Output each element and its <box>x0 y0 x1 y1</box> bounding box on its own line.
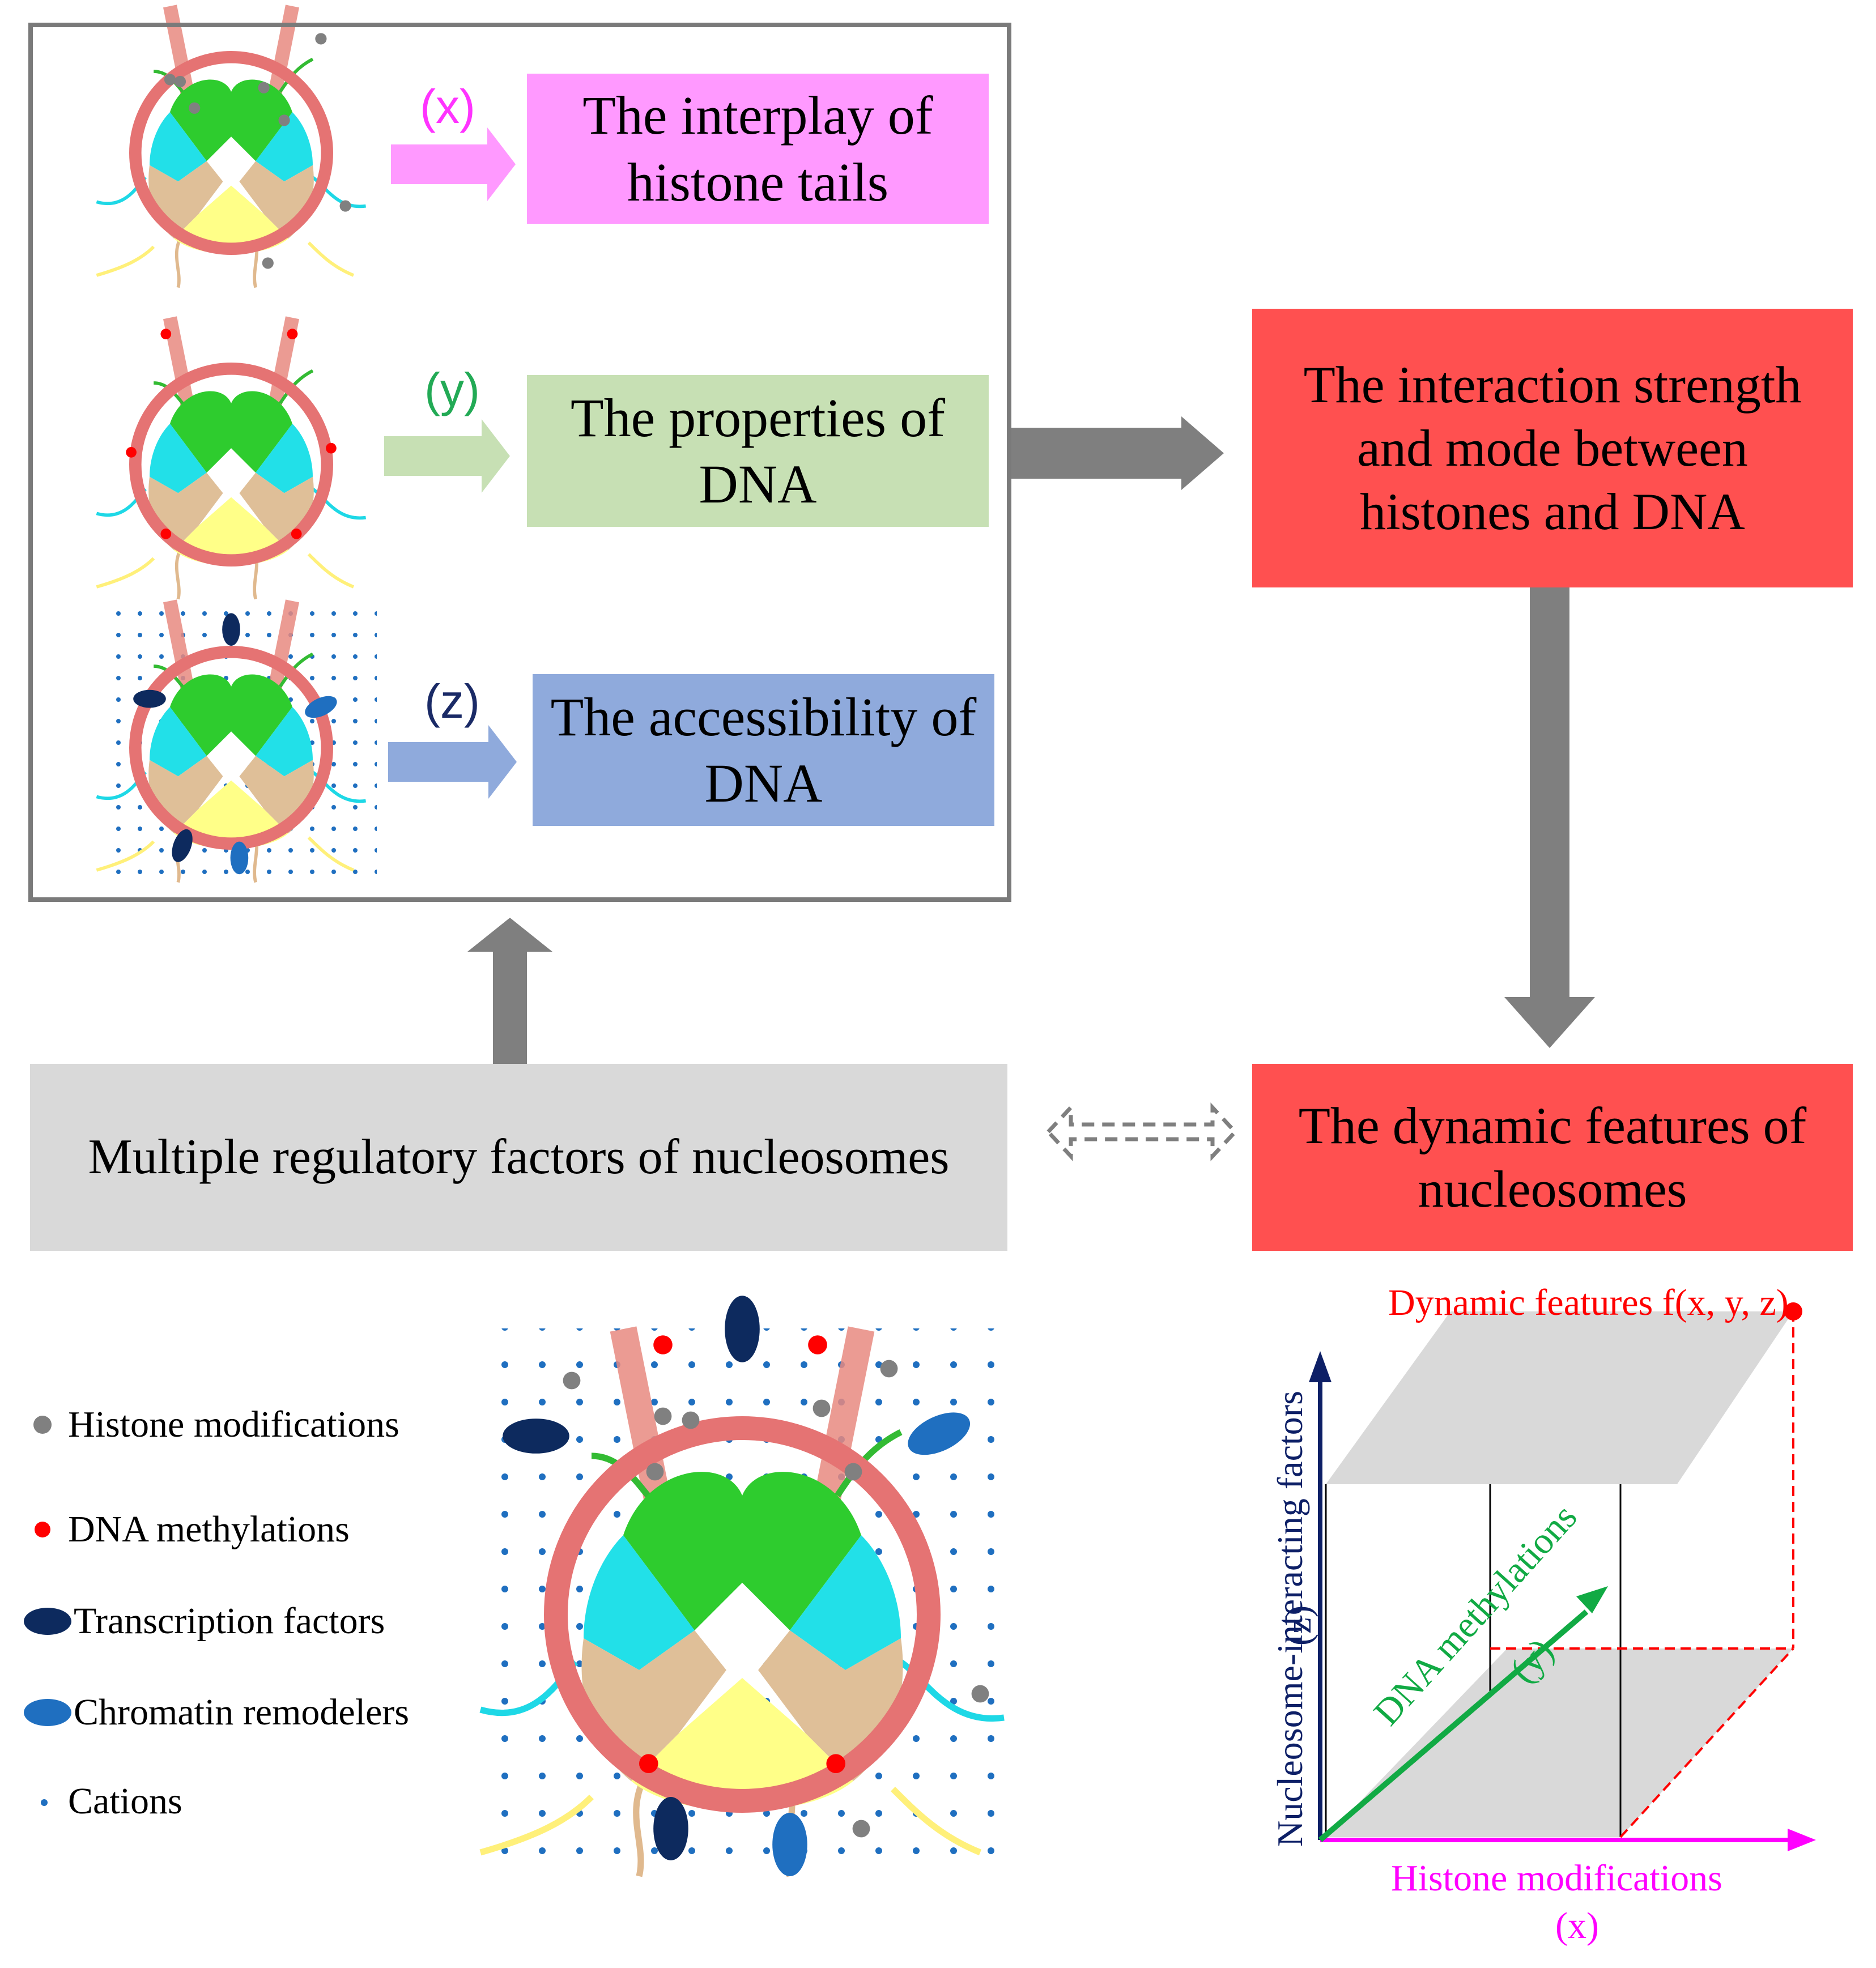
factor-box-histone-tails: The interplay of histone tails <box>527 74 989 224</box>
legend-label: Chromatin remodelers <box>74 1692 410 1733</box>
nucleosome-accessibility <box>96 601 365 883</box>
legend-histone-mods: Histone modifications <box>23 1402 399 1447</box>
factor-z-line2: DNA <box>704 753 823 813</box>
blue-ellipse-icon <box>24 1699 71 1726</box>
factor-x-line2: histone tails <box>627 151 889 212</box>
dynamic-line2: nucleosomes <box>1418 1160 1687 1218</box>
interaction-box: The interaction strength and mode betwee… <box>1252 309 1853 587</box>
plot-title: Dynamic features f(x, y, z) <box>1388 1282 1789 1323</box>
regulatory-factors-box: Multiple regulatory factors of nucleosom… <box>30 1064 1007 1251</box>
legend-dna-methylations: DNA methylations <box>23 1507 350 1552</box>
plot-point <box>1784 1302 1802 1320</box>
dynamic-line1: The dynamic features of <box>1298 1096 1807 1155</box>
arrow-interaction-to-dynamic <box>1504 586 1595 1048</box>
factor-box-dna-accessibility: The accessibility of DNA <box>533 674 994 826</box>
regulatory-label: Multiple regulatory factors of nucleosom… <box>88 1130 950 1185</box>
interaction-line1: The interaction strength <box>1303 355 1802 414</box>
arrow-z <box>388 725 517 799</box>
gray-dot-icon <box>33 1416 52 1434</box>
z-axis-sub: (z) <box>1278 1605 1318 1646</box>
legend-label: Cations <box>68 1780 182 1822</box>
nucleosome-dna-methylation <box>96 318 365 599</box>
interaction-line3: histones and DNA <box>1360 483 1745 541</box>
factor-x-line1: The interplay of <box>582 85 933 146</box>
factor-x-letter: (x) <box>420 80 475 133</box>
legend-label: Transcription factors <box>74 1600 385 1642</box>
legend-cations: Cations <box>23 1779 182 1824</box>
arrow-to-interaction <box>1011 416 1224 490</box>
red-dot-icon <box>35 1522 50 1537</box>
factor-z-letter: (z) <box>424 675 480 728</box>
dashed-double-arrow <box>1045 1102 1238 1161</box>
legend-chromatin-remodelers: Chromatin remodelers <box>23 1690 409 1735</box>
factor-panel-frame <box>28 23 1011 902</box>
legend-label: Histone modifications <box>68 1404 399 1445</box>
plot-upper-shaded-plane <box>1326 1311 1793 1484</box>
legend-transcription-factors: Transcription factors <box>23 1599 385 1644</box>
navy-ellipse-icon <box>24 1608 71 1635</box>
arrow-x <box>391 127 516 201</box>
small-blue-dot-icon <box>41 1799 48 1806</box>
y-axis <box>1318 1609 1589 1842</box>
dynamic-features-box: The dynamic features of nucleosomes <box>1252 1064 1853 1251</box>
arrow-regulatory-to-panel <box>467 918 552 1064</box>
nucleosome-histone-mods <box>96 6 365 288</box>
nucleosome-large <box>480 1296 1004 1876</box>
x-axis-sub: (x) <box>1555 1905 1599 1946</box>
plot-3d <box>1309 1302 1816 1851</box>
factor-y-line1: The properties of <box>570 387 946 448</box>
factor-y-line2: DNA <box>699 454 817 514</box>
legend-label: DNA methylations <box>68 1509 350 1550</box>
arrow-y <box>384 419 510 493</box>
factor-z-line1: The accessibility of <box>550 686 977 747</box>
plot-lower-shaded-plane <box>1326 1648 1793 1837</box>
factor-box-dna-properties: The properties of DNA <box>527 375 989 527</box>
x-axis-label: Histone modifications <box>1391 1858 1722 1899</box>
interaction-line2: and mode between <box>1357 419 1748 477</box>
factor-y-letter: (y) <box>424 363 480 416</box>
